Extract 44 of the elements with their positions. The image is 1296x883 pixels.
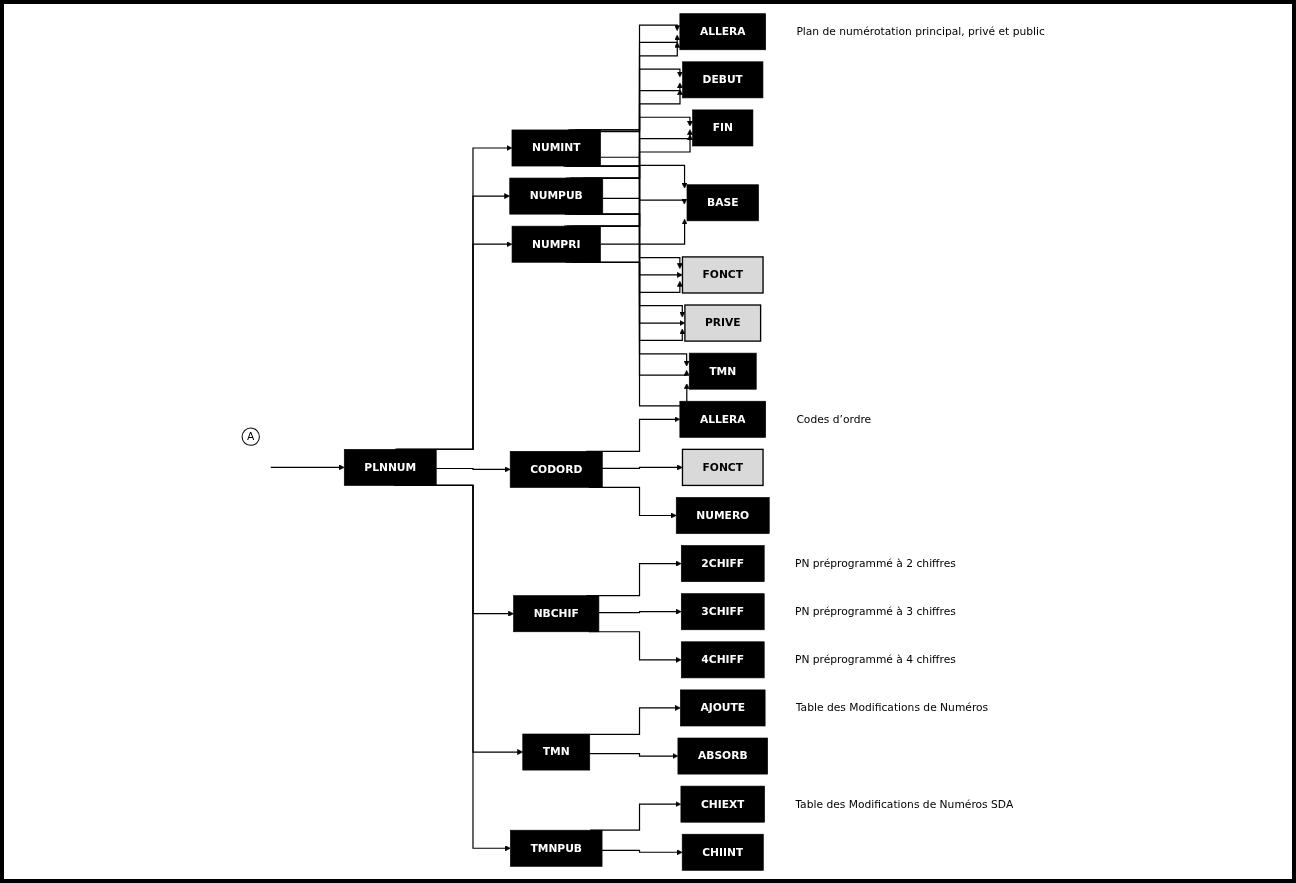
arrow xyxy=(435,465,511,472)
arrow xyxy=(600,218,688,245)
node-label: PN préprogrammé à 3 chiffres xyxy=(795,604,957,618)
node-box: FONCT xyxy=(682,448,764,486)
node-box: 4CHIFF xyxy=(681,640,765,678)
node-box: TMN xyxy=(689,352,757,390)
arrow xyxy=(270,463,345,470)
node-box: NBCHIF xyxy=(513,594,600,632)
arrow xyxy=(589,704,681,735)
node-box: NUMPRI xyxy=(511,225,601,263)
node-box: NUMERO xyxy=(676,496,770,534)
node-label: PN préprogrammé à 2 chiffres xyxy=(795,556,957,570)
node-box: CHIEXT xyxy=(680,785,766,823)
node-box: PLNNUM xyxy=(344,448,437,486)
node-box: NUMPUB xyxy=(509,177,604,214)
node-box: TMNPUB xyxy=(510,829,603,867)
node-box: ALLERA xyxy=(679,400,767,438)
node-box: 3CHIFF xyxy=(681,592,765,630)
arrow xyxy=(601,463,683,470)
node-box: NUMINT xyxy=(511,129,602,166)
node-box: CODORD xyxy=(510,450,603,488)
node-box: FONCT xyxy=(682,255,764,294)
arrow xyxy=(589,752,679,759)
node-box: DEBUT xyxy=(682,60,764,98)
arrow xyxy=(602,197,688,204)
node-box: FIN xyxy=(692,109,754,146)
arrow xyxy=(598,608,682,615)
node-box: ALLERA xyxy=(679,12,767,50)
node-label: Plan de numérotation principal, privé et public xyxy=(796,24,1046,38)
node-box: ABSORB xyxy=(677,737,769,774)
node-label: Table des Modifications de Numéros xyxy=(796,700,989,714)
node-label: Codes d’ordre xyxy=(796,412,872,425)
node-box: TMN xyxy=(522,733,591,770)
node-circle: A xyxy=(241,427,261,446)
arrow xyxy=(600,156,688,189)
node-box: 2CHIFF xyxy=(681,544,765,582)
node-label: PN préprogrammé à 4 chiffres xyxy=(795,652,957,666)
node-box: BASE xyxy=(686,183,760,221)
node-label: Table des Modifications de Numéros SDA xyxy=(795,796,1014,810)
node-box: PRIVE xyxy=(684,303,762,342)
arrow xyxy=(601,848,683,855)
arrow xyxy=(600,116,694,132)
node-box: AJOUTE xyxy=(680,689,766,726)
node-box: CHIINT xyxy=(682,833,764,871)
